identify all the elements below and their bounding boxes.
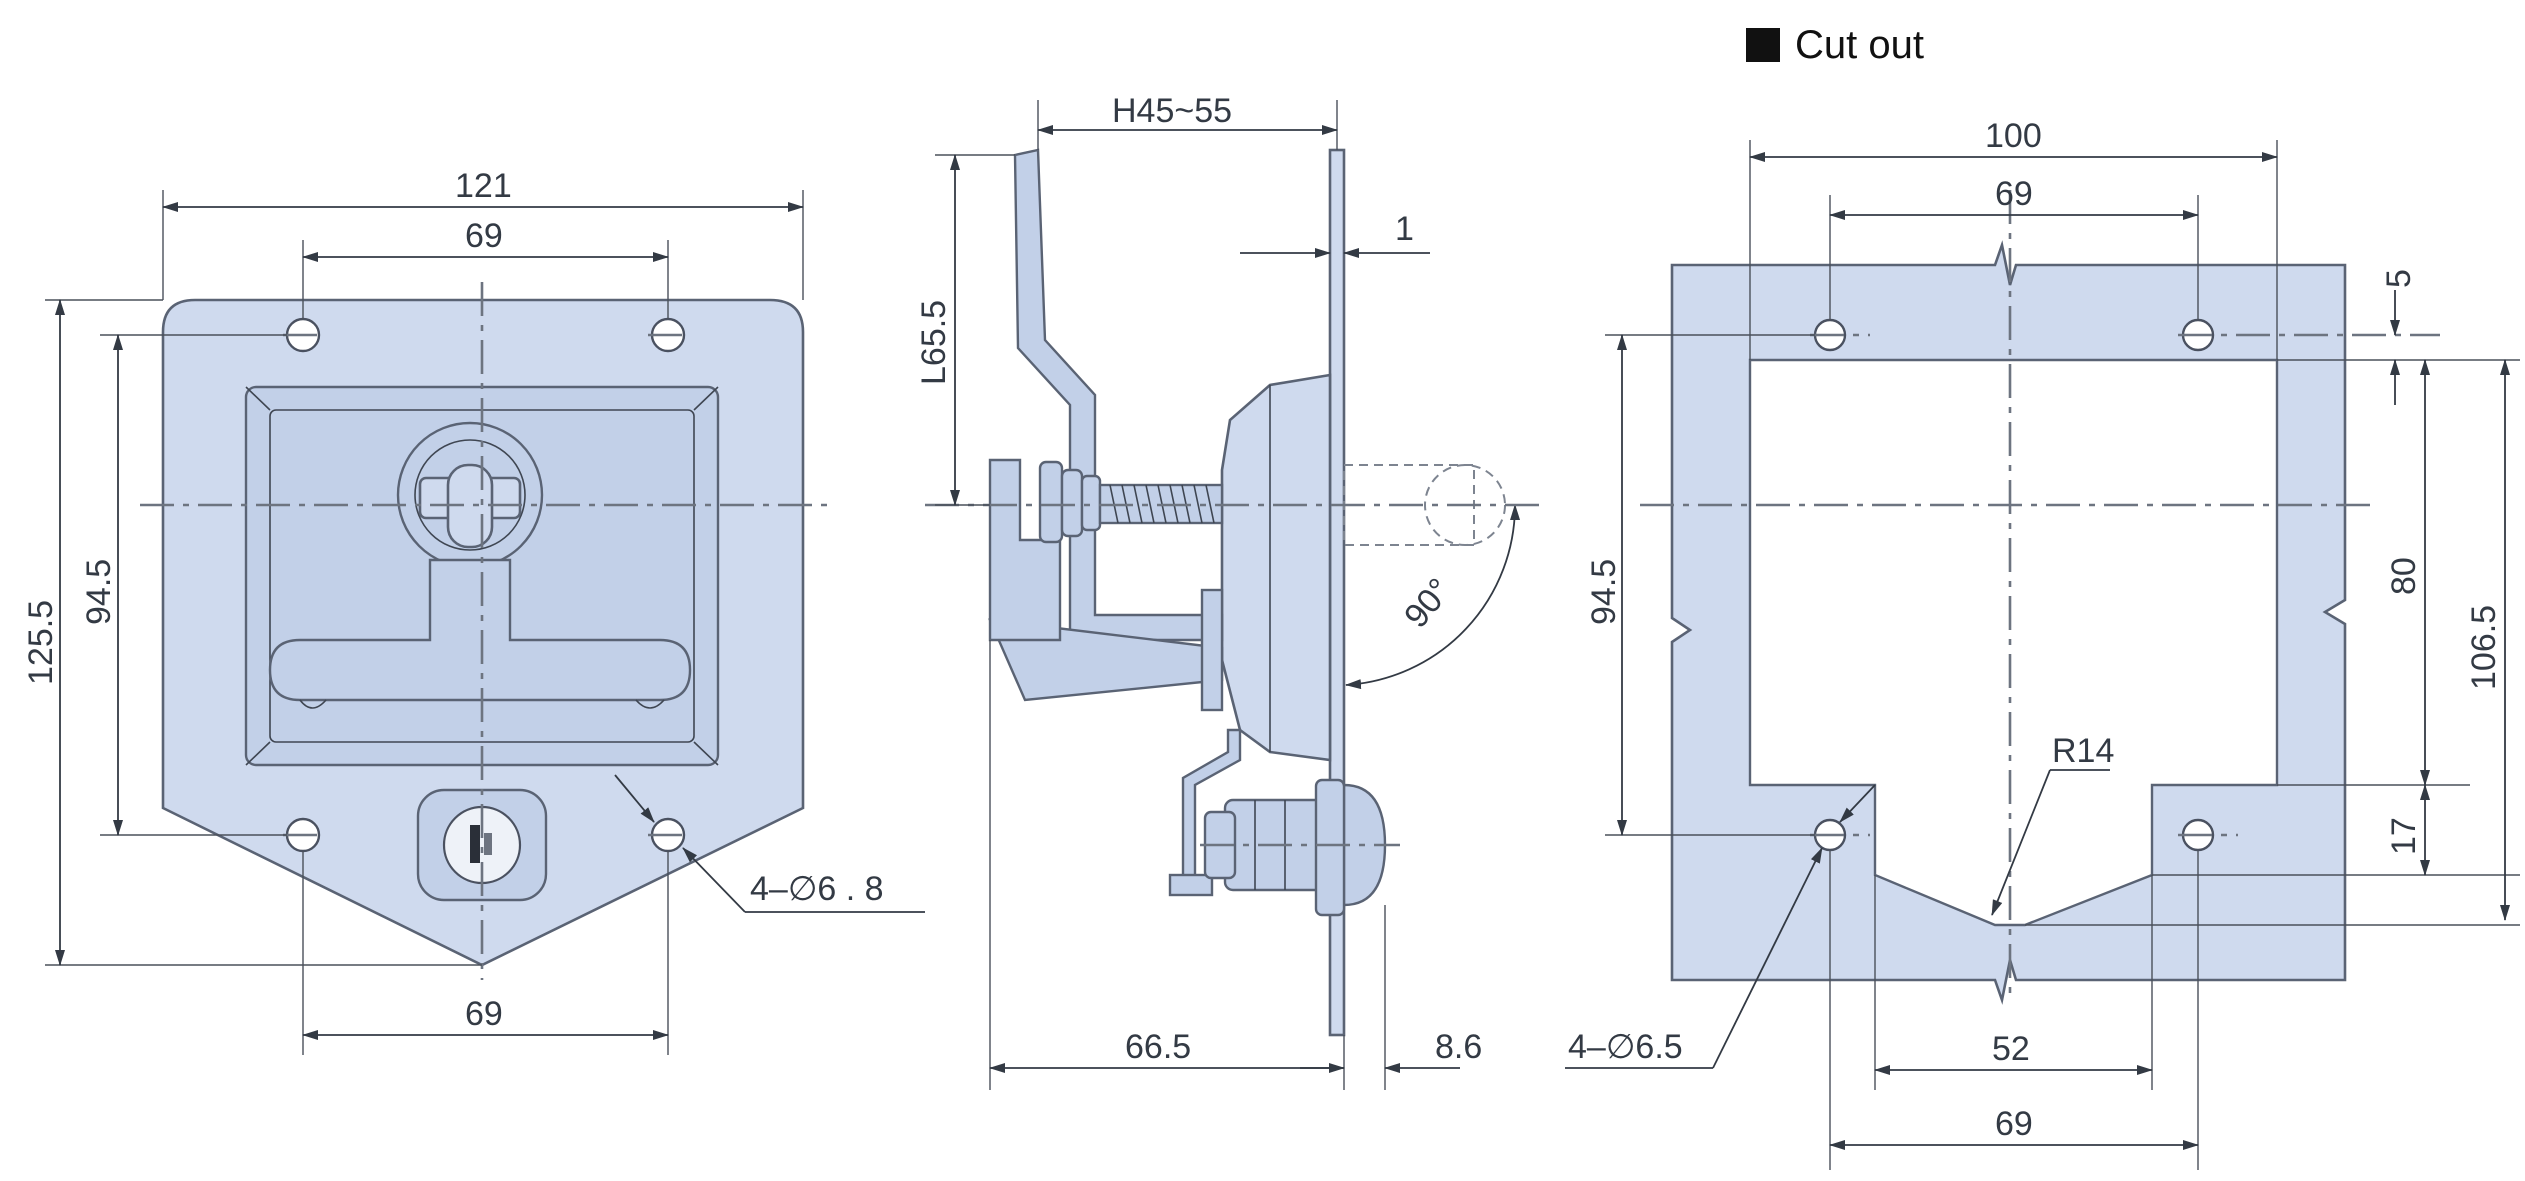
front-hole-spacing-top-label: 69 bbox=[465, 217, 503, 255]
handle-grip-feet bbox=[299, 699, 665, 709]
front-hole-vertical-label: 94.5 bbox=[80, 559, 118, 625]
side-angle-label: 90° bbox=[1397, 571, 1459, 635]
cutout-notch-height-label: 17 bbox=[2385, 817, 2423, 855]
title-square-icon bbox=[1746, 28, 1780, 62]
handle-boss-inner bbox=[414, 439, 526, 551]
side-view: 90° H45~55 L65.5 1 66.5 8. bbox=[915, 92, 1545, 1090]
cutout-hole-spacing-top-label: 69 bbox=[1995, 175, 2033, 213]
cutout-offset-top-label: 5 bbox=[2380, 269, 2418, 288]
cutout-overall-height-label: 106.5 bbox=[2465, 605, 2503, 690]
front-hole-callout: 4–∅6 . 8 bbox=[750, 870, 884, 908]
cutout-width-label: 100 bbox=[1985, 117, 2042, 155]
front-height-label: 125.5 bbox=[22, 600, 60, 685]
side-thickness-label: 1 bbox=[1395, 210, 1414, 248]
cutout-hole-callout: 4–∅6.5 bbox=[1568, 1028, 1683, 1066]
front-view: 121 69 125.5 94.5 69 4–∅6 . 8 bbox=[22, 167, 925, 1055]
side-flange-label: 8.6 bbox=[1435, 1028, 1482, 1066]
side-housing bbox=[1220, 373, 1332, 762]
cut-out-heading: Cut out bbox=[1746, 23, 1924, 67]
side-depth-label: 66.5 bbox=[1125, 1028, 1191, 1066]
side-nut-3 bbox=[1080, 474, 1102, 532]
key-slot bbox=[470, 825, 480, 863]
cutout-hole-spacing-bottom-label: 69 bbox=[1995, 1105, 2033, 1143]
side-nut-1 bbox=[1038, 460, 1064, 544]
side-handle-reach-label: H45~55 bbox=[1112, 92, 1232, 130]
cutout-opening-height-label: 80 bbox=[2385, 557, 2423, 595]
cutout-notch-width-label: 52 bbox=[1992, 1030, 2030, 1068]
cutout-radius-label: R14 bbox=[2052, 732, 2114, 770]
side-handle-length-label: L65.5 bbox=[915, 300, 953, 385]
cutout-hole-vertical-label: 94.5 bbox=[1585, 559, 1623, 625]
cut-out-title: Cut out bbox=[1795, 23, 1924, 67]
side-rotation-arc bbox=[1345, 504, 1521, 690]
side-handle bbox=[1013, 148, 1097, 482]
key-slot-2 bbox=[484, 833, 492, 855]
cutout-view: 100 69 5 94.5 80 106.5 17 R14 bbox=[1565, 117, 2520, 1170]
front-hole-spacing-bottom-label: 69 bbox=[465, 995, 503, 1033]
side-nut-2 bbox=[1060, 468, 1084, 538]
handle-grip bbox=[268, 558, 692, 702]
front-tray-corners bbox=[245, 386, 719, 766]
front-width-label: 121 bbox=[455, 167, 512, 205]
